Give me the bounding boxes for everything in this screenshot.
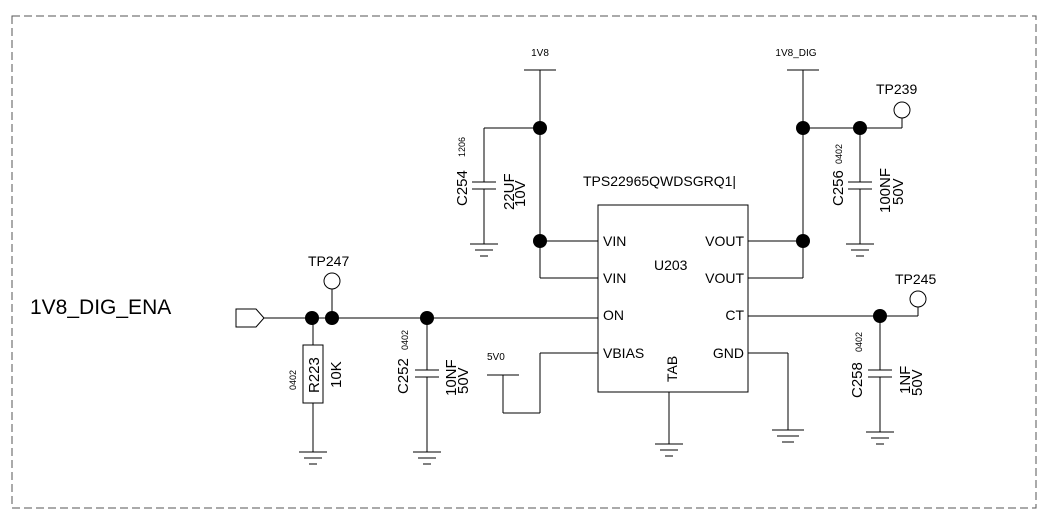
sheet-frame (11, 15, 1037, 509)
capacitor-c252 (413, 318, 441, 465)
junction-dot (305, 311, 319, 325)
tp247-test-point (323, 272, 341, 290)
c256-value: 100NF (877, 168, 894, 213)
pin-vout-1: VOUT (705, 233, 744, 249)
junction-dot (533, 234, 547, 248)
c258-value: 1NF (897, 366, 914, 394)
enable-net-label: 1V8_DIG_ENA (30, 296, 171, 319)
ic-u203-body (597, 204, 749, 393)
c254-package: 1206 (457, 137, 467, 157)
gnd-pin-ground (748, 352, 804, 443)
pin-tab: TAB (664, 356, 680, 382)
c258-voltage: 50V (909, 369, 926, 396)
c258-refdes: C258 (849, 362, 866, 398)
pin-vout-2: VOUT (705, 270, 744, 286)
r223-refdes: R223 (306, 357, 323, 393)
c254-voltage: 10V (512, 180, 529, 207)
r223-package: 0402 (288, 370, 298, 390)
tp239-test-point (893, 101, 911, 119)
tp239-label: TP239 (876, 81, 917, 97)
tab-ground (655, 392, 683, 457)
c252-package: 0402 (400, 330, 410, 350)
c258-package: 0402 (854, 332, 864, 352)
c254-refdes: C254 (454, 170, 471, 206)
junction-dot (796, 234, 810, 248)
pin-gnd: GND (713, 345, 744, 361)
ic-refdes: U203 (654, 257, 688, 273)
pin-ct: CT (725, 307, 744, 323)
c256-refdes: C256 (830, 170, 847, 206)
capacitor-c254 (470, 127, 540, 257)
input-port-flag (235, 308, 265, 328)
c252-value: 10NF (443, 359, 460, 396)
c256-package: 0402 (834, 144, 844, 164)
pin-on: ON (603, 307, 624, 323)
vin-rail-label: 1V8 (531, 48, 549, 59)
ic-part-number: TPS22965QWDSGRQ1| (583, 173, 736, 189)
resistor-r223 (299, 318, 327, 465)
tp245-test-point (909, 290, 927, 308)
capacitor-c258 (866, 316, 894, 445)
pin-vbias: VBIAS (603, 345, 644, 361)
r223-value: 10K (328, 361, 345, 388)
tp247-label: TP247 (308, 253, 349, 269)
c252-refdes: C252 (395, 358, 412, 394)
vout-rail-label: 1V8_DIG (775, 48, 816, 59)
pin-vin-2: VIN (603, 270, 626, 286)
vbias-wire (487, 352, 598, 414)
c252-voltage: 50V (455, 367, 472, 394)
tp245-label: TP245 (895, 271, 936, 287)
c254-value: 22UF (501, 173, 518, 210)
c256-voltage: 50V (890, 178, 907, 205)
bias-rail-label: 5V0 (487, 352, 505, 363)
capacitor-c256 (846, 128, 874, 257)
pin-vin-1: VIN (603, 233, 626, 249)
